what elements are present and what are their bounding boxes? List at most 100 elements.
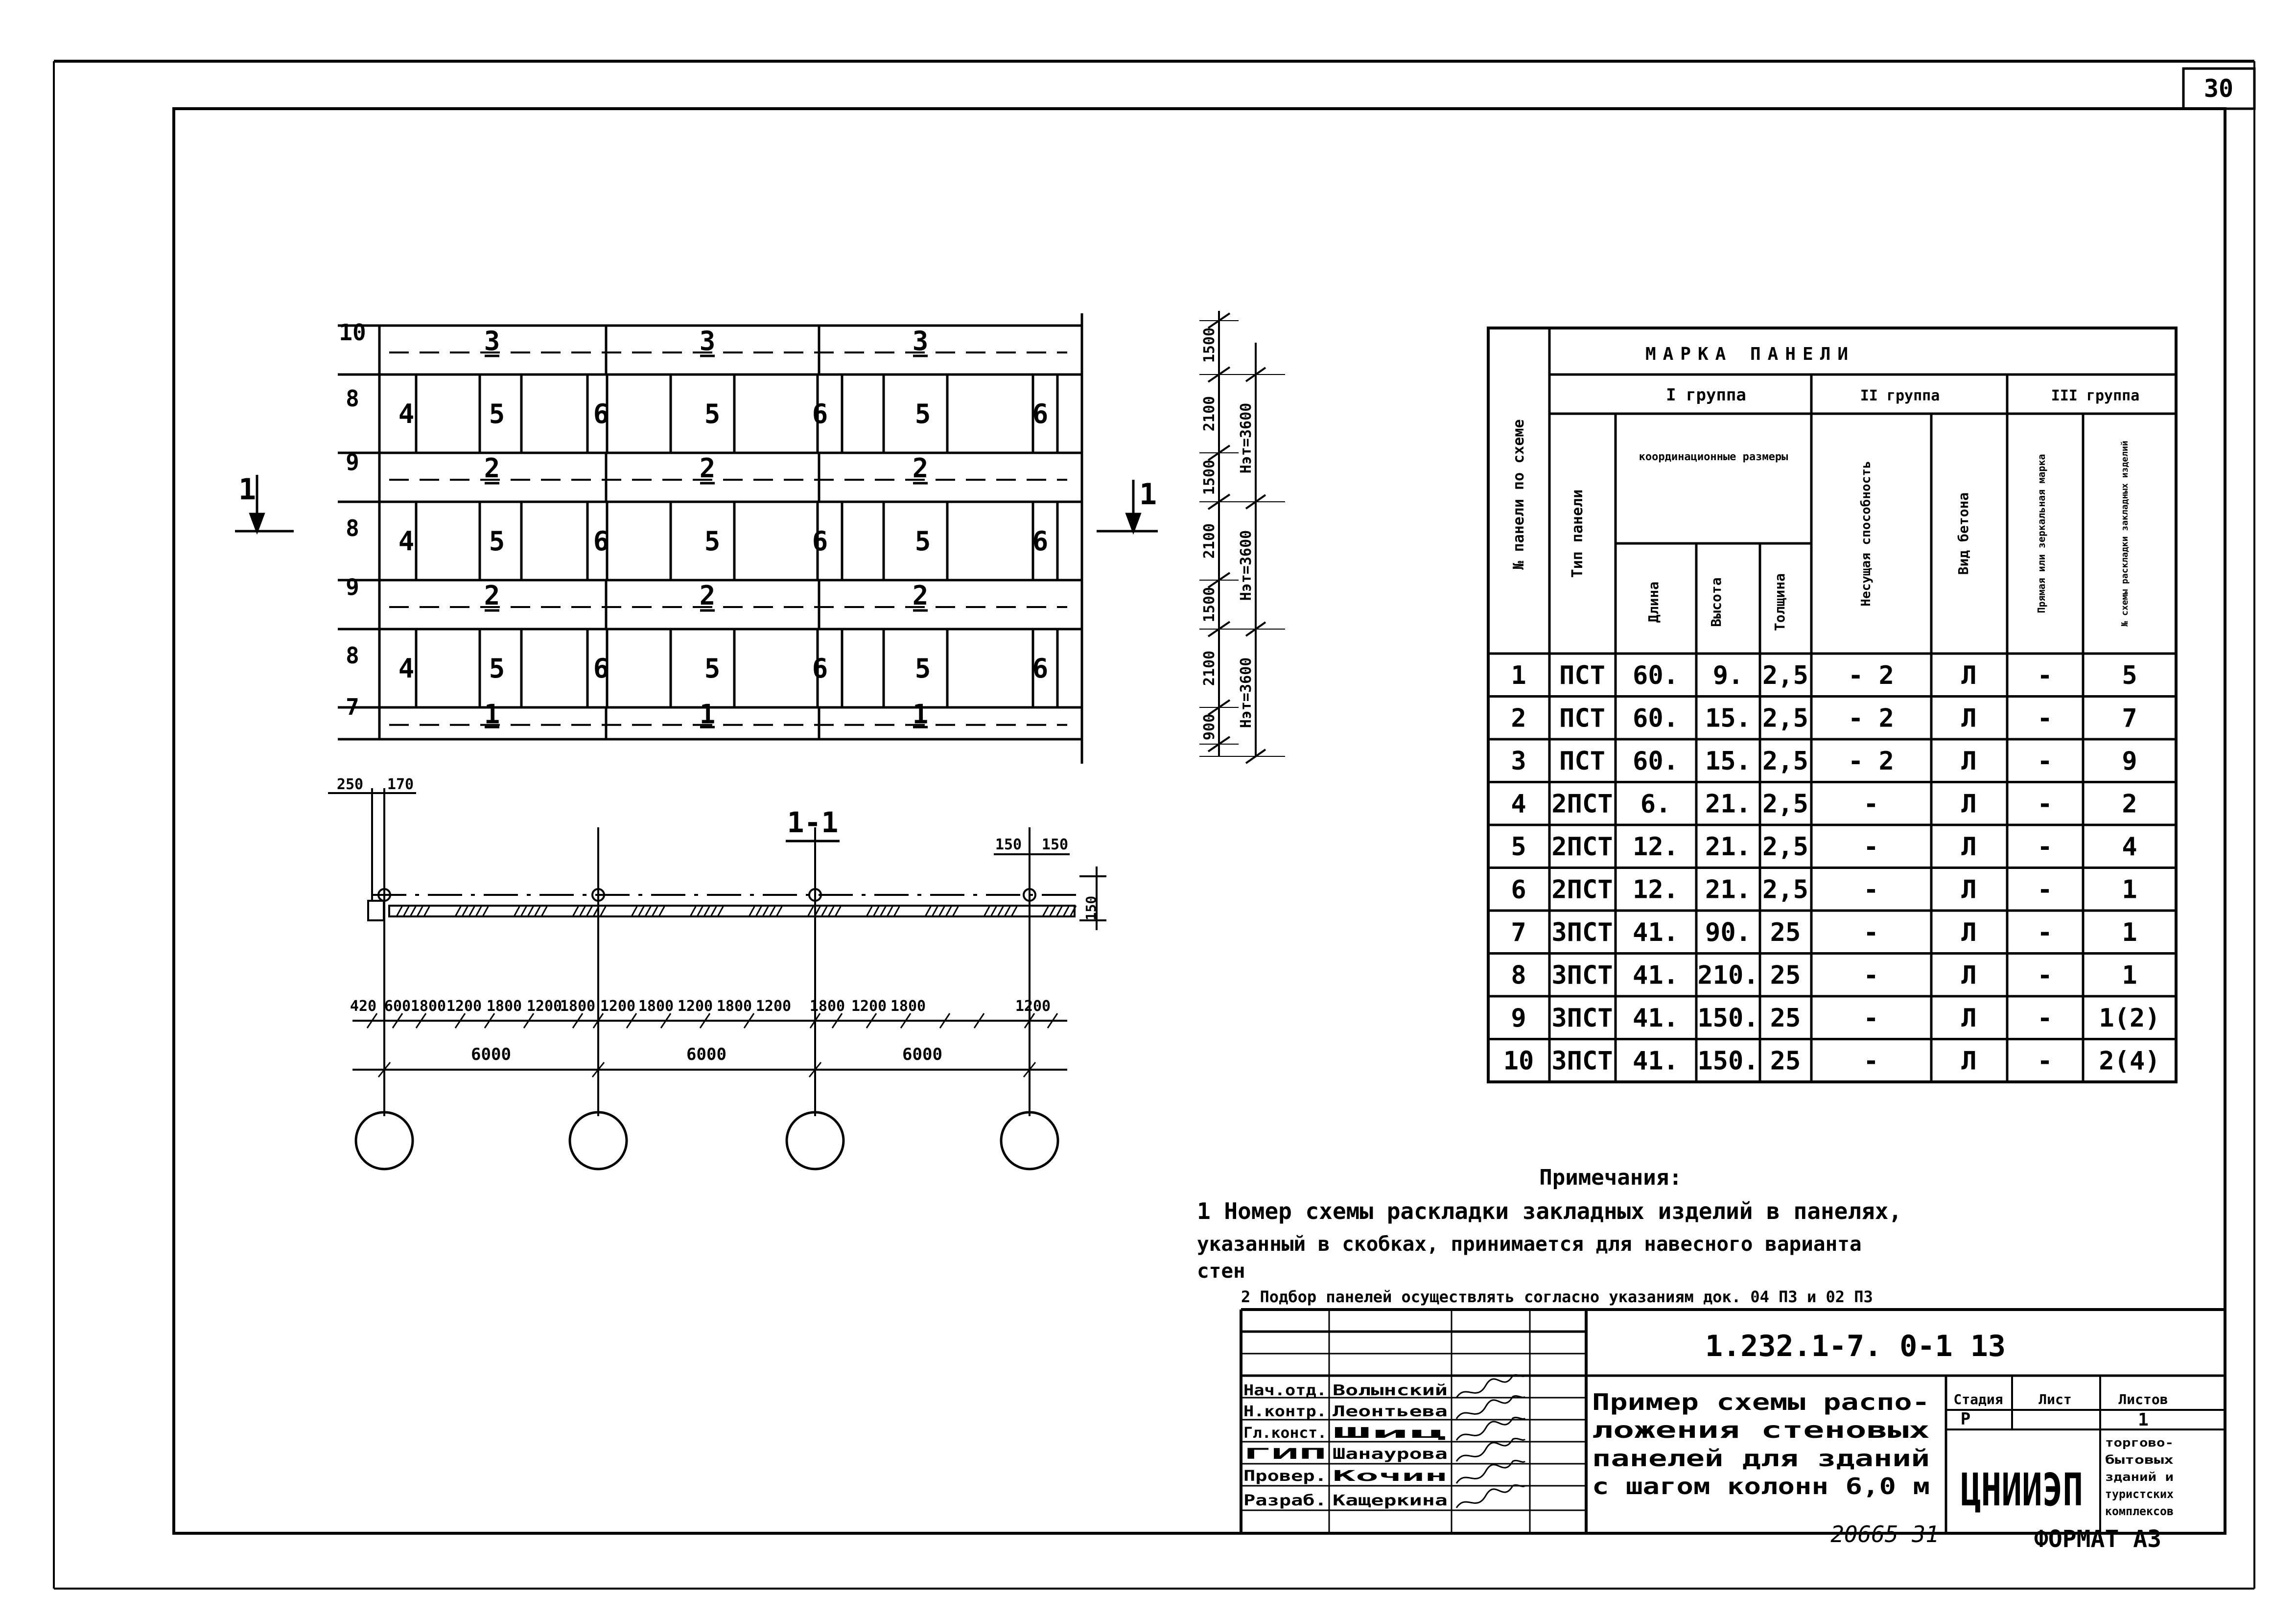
table-cell: 2 <box>2122 790 2137 819</box>
hatch <box>924 905 932 917</box>
section-mark-right-label: 1 <box>1139 477 1157 512</box>
wall-panel-number: 6 <box>1032 653 1049 684</box>
hatch <box>520 905 528 917</box>
wall-panel-number: 5 <box>489 526 505 557</box>
table-cell: 3ПСТ <box>1551 1004 1613 1033</box>
table-cell: 25 <box>1770 1004 1801 1033</box>
hatch <box>1069 905 1077 917</box>
wall-panel-number: 5 <box>915 398 931 429</box>
dim-tick <box>699 1013 711 1029</box>
hatch <box>1049 905 1056 917</box>
table-cell: 9 <box>2122 747 2137 776</box>
sheet-frames <box>53 60 2256 1590</box>
table-cell: - <box>2037 661 2052 690</box>
org-name: ЦНИИЭП <box>1961 1464 2083 1516</box>
table-cell: 9. <box>1713 661 1744 690</box>
table-cell: 8 <box>1511 961 1526 990</box>
axis-bubble <box>568 1111 628 1171</box>
table-cell: - <box>2037 790 2052 819</box>
tb-title-line: Пример схемы распо- <box>1592 1389 1930 1415</box>
tb-org-sub: торгово- <box>2105 1436 2174 1450</box>
wall-panel-number: 6 <box>593 398 609 429</box>
band-panel-number: 3 <box>700 326 716 356</box>
table-cell: 2ПСТ <box>1551 790 1613 819</box>
table-cell: Л <box>1961 704 1976 733</box>
title-block: Нач.отд.Н.контр.Гл.конст.ГИППровер.Разра… <box>1240 1308 2225 1533</box>
table-cell: 4 <box>1511 790 1526 819</box>
table-cell: 21. <box>1705 875 1751 905</box>
stage-label: Стадия <box>1953 1391 2003 1407</box>
elevation-row-label: 7 <box>346 694 359 720</box>
elevation-row-label: 8 <box>346 642 359 669</box>
sheet-number: 30 <box>2204 74 2233 103</box>
hatch <box>945 905 953 917</box>
signature-icon <box>1455 1395 1526 1419</box>
table-cell: 4 <box>2122 832 2137 862</box>
band-panel-number: 2 <box>913 580 929 611</box>
signature-icon <box>1455 1460 1526 1484</box>
wall-panel-number: 5 <box>489 398 505 429</box>
notes-line-3: стен <box>1197 1259 1245 1283</box>
table-height-header: Высота <box>1708 577 1724 627</box>
plan-dim-value: 1200 <box>851 998 887 1015</box>
table-type-header: Тип панели <box>1569 490 1586 578</box>
notes-line-1: 1 Номер схемы раскладки закладных издели… <box>1197 1198 1902 1224</box>
table-cell: - <box>2037 961 2052 990</box>
elevation-row-label: 8 <box>346 515 359 541</box>
tb-role: Провер. <box>1243 1468 1327 1485</box>
hatch <box>534 905 541 917</box>
table-cell: 15. <box>1705 747 1751 776</box>
table-cell: - <box>1863 832 1878 862</box>
table-cell: 25 <box>1770 961 1801 990</box>
table-cell: 41. <box>1633 961 1679 990</box>
floor-height-label: Нэт=3600 <box>1238 530 1255 601</box>
hatch <box>755 905 763 917</box>
tb-name: Леонтьева <box>1333 1403 1448 1420</box>
table-concrete-header: Вид бетона <box>1955 492 1971 575</box>
tb-name: Кочин <box>1333 1468 1448 1485</box>
tb-role: ГИП <box>1243 1446 1327 1463</box>
plan-dim-value: 1200 <box>1015 998 1051 1015</box>
sheet-format: ФОРМАТ А3 <box>2034 1525 2161 1553</box>
dim-tick <box>592 1013 604 1029</box>
table-cell: 5 <box>2122 661 2137 690</box>
band-panel-number: 3 <box>913 326 929 356</box>
section-mark-left-label: 1 <box>238 472 256 507</box>
dim-tick <box>831 1013 843 1029</box>
dim-tick <box>809 1013 821 1029</box>
notes-line-4: 2 Подбор панелей осуществлять согласно у… <box>1241 1288 1873 1306</box>
table-group-1: I группа <box>1666 385 1746 405</box>
table-cell: 1 <box>2122 875 2137 905</box>
band-panel-number: 3 <box>484 326 500 356</box>
table-cell: 15. <box>1705 704 1751 733</box>
plan-right-dim-1: 150 <box>995 836 1022 853</box>
table-scheme-header: № схемы раскладки закладных изделий <box>2120 441 2130 626</box>
hatch <box>540 905 548 917</box>
wall-panel-number: 6 <box>812 526 828 557</box>
height-dim-value: 900 <box>1201 714 1218 740</box>
hatch <box>631 905 638 917</box>
hatch <box>886 905 894 917</box>
table-cell: ПСТ <box>1559 747 1605 776</box>
table-cell: 2,5 <box>1762 875 1808 905</box>
table-cell: 9 <box>1511 1004 1526 1033</box>
hatch <box>866 905 873 917</box>
table-cell: - <box>1863 1047 1878 1076</box>
span-dim-value: 6000 <box>902 1045 942 1064</box>
hatch <box>572 905 580 917</box>
span-tick <box>808 1062 822 1077</box>
wall-panel-number: 6 <box>1032 398 1049 429</box>
tb-name: Волынский <box>1333 1382 1448 1399</box>
band-panel-number: 1 <box>700 699 716 730</box>
table-cell: 2,5 <box>1762 790 1808 819</box>
hatch <box>658 905 666 917</box>
plan-right-dim-2: 150 <box>1042 836 1068 853</box>
table-cell: 210. <box>1697 961 1758 990</box>
table-cell: - <box>1863 790 1878 819</box>
table-cell: - 2 <box>1848 661 1894 690</box>
notes-line-2: указанный в скобках, принимается для нав… <box>1197 1232 1862 1256</box>
table-cell: Л <box>1961 1047 1976 1076</box>
height-dim-value: 2100 <box>1201 523 1218 559</box>
table-cell: Л <box>1961 832 1976 862</box>
